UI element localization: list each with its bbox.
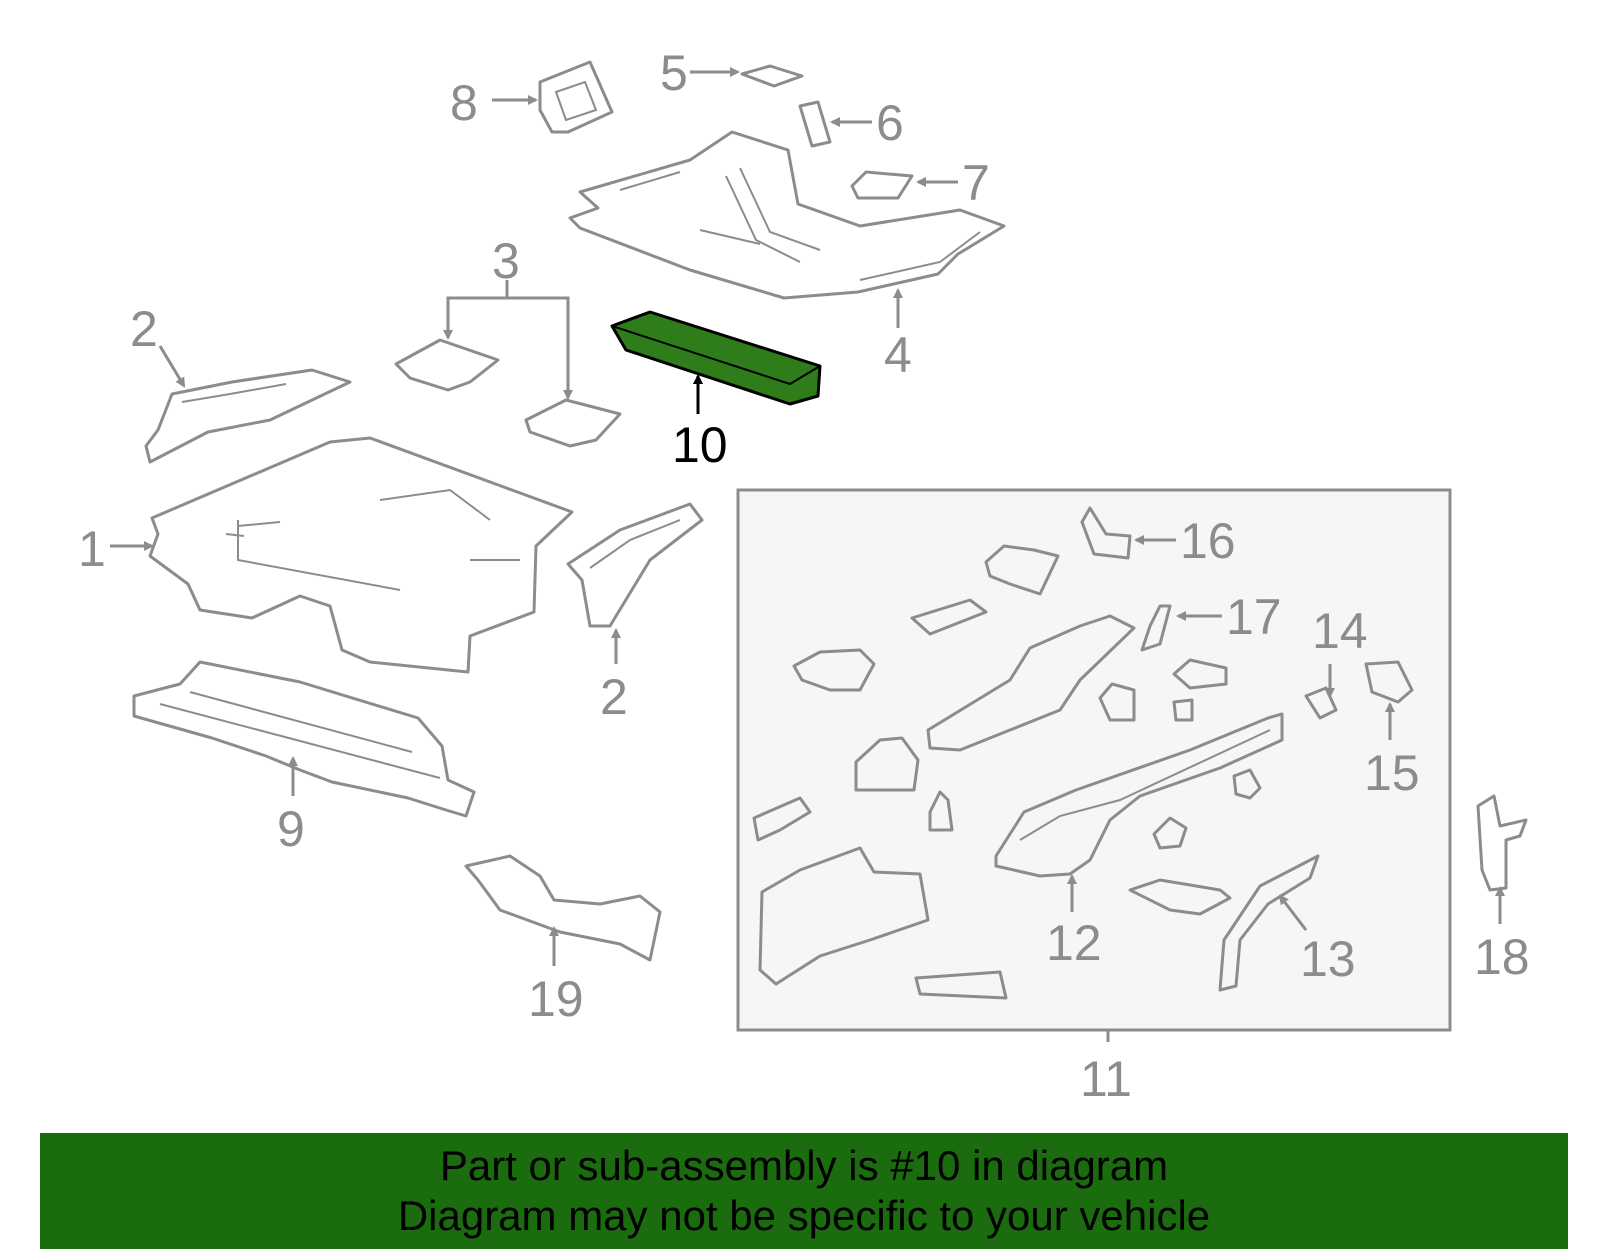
leader-2a <box>158 345 186 388</box>
part-4-floor-pan[interactable] <box>568 130 1006 300</box>
label-6: 6 <box>876 95 904 151</box>
label-12: 12 <box>1046 915 1102 971</box>
label-3: 3 <box>492 233 520 289</box>
banner-line-2: Diagram may not be specific to your vehi… <box>397 1192 1211 1239</box>
label-16: 16 <box>1180 513 1236 569</box>
label-5: 5 <box>660 45 688 101</box>
label-18: 18 <box>1474 929 1530 985</box>
part-3-brackets[interactable] <box>394 338 622 448</box>
part-10-highlighted[interactable] <box>610 310 822 406</box>
banner-line-1: Part or sub-assembly is #10 in diagram <box>439 1142 1169 1189</box>
part-2-lower[interactable] <box>566 502 704 628</box>
label-11: 11 <box>1080 1051 1132 1107</box>
part-11-subparts[interactable] <box>752 506 1414 1000</box>
part-8-bracket[interactable] <box>538 60 614 134</box>
label-17: 17 <box>1226 589 1282 645</box>
label-10: 10 <box>672 417 728 473</box>
label-7: 7 <box>962 155 990 211</box>
part-5-plate[interactable] <box>740 64 804 88</box>
part-6-plate[interactable] <box>798 100 832 148</box>
info-banner: Part or sub-assembly is #10 in diagram D… <box>40 1133 1568 1249</box>
part-1-rear-panel[interactable] <box>148 436 574 674</box>
part-7-bracket[interactable] <box>850 170 914 200</box>
part-19-reinforcement[interactable] <box>464 854 662 962</box>
label-2b: 2 <box>600 669 628 725</box>
label-2a: 2 <box>130 301 158 357</box>
label-15: 15 <box>1364 745 1420 801</box>
part-9-crossmember[interactable] <box>132 660 476 818</box>
label-4: 4 <box>884 327 912 383</box>
label-9: 9 <box>277 801 305 857</box>
part-2-upper-left[interactable] <box>144 368 352 464</box>
part-18-bracket[interactable] <box>1476 794 1528 892</box>
label-8: 8 <box>450 75 478 131</box>
label-13: 13 <box>1300 931 1356 987</box>
label-19: 19 <box>528 971 584 1027</box>
label-14: 14 <box>1312 603 1368 659</box>
label-1: 1 <box>78 521 106 577</box>
leader-13 <box>1278 894 1308 931</box>
